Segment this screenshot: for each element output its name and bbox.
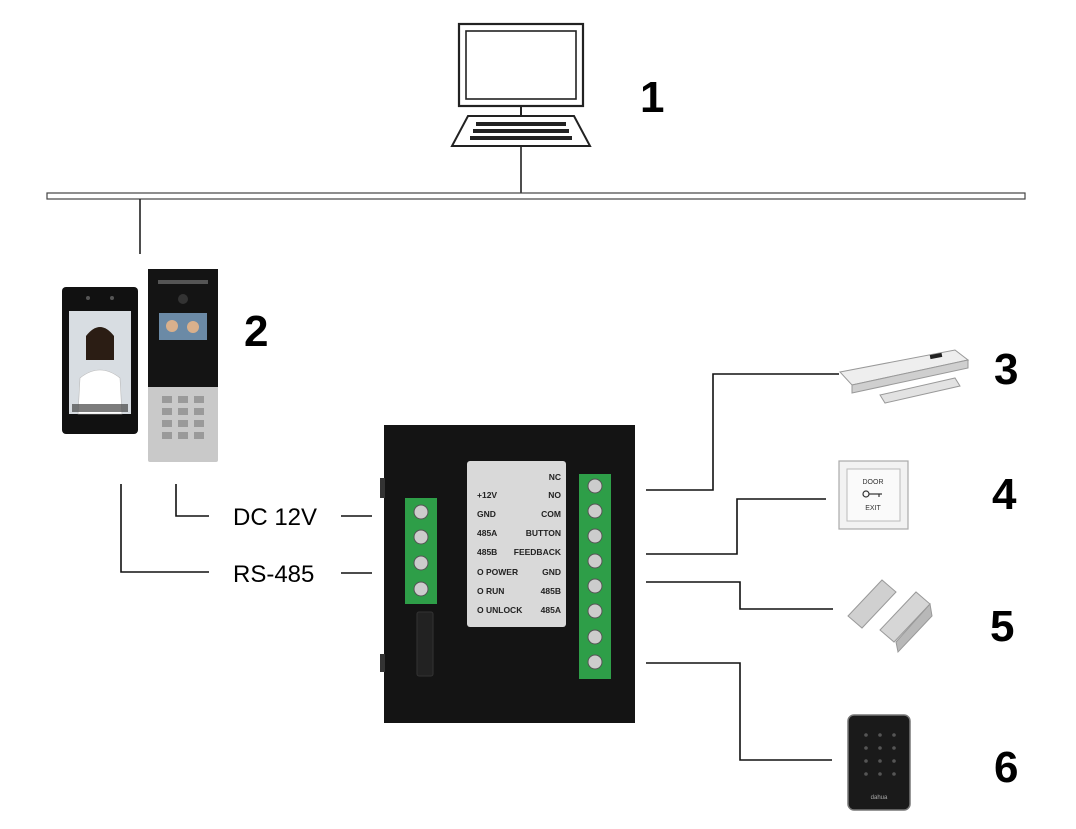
module-label-right: GND [542,567,561,577]
module-label-left: O UNLOCK [477,605,523,615]
brand-logo: dahua [871,795,888,801]
exit-button-text-bottom: EXIT [865,505,881,512]
wire-lock [646,373,839,491]
exit-button-text-top: DOOR [863,479,884,486]
module-label-left: 485B [477,547,497,557]
module-label-right: NC [549,472,561,482]
key-icon [862,490,882,498]
card-reader-icon: dahua [847,714,911,811]
module-label-panel [467,461,566,627]
callout-number-6: 6 [994,743,1018,792]
indoor-monitor-icon [62,287,138,434]
module-label-left: O RUN [477,586,504,596]
terminal-block-right [579,474,611,679]
exit-button-icon: DOOR EXIT [838,460,909,530]
computer-icon [450,22,592,193]
door-station-icon [148,269,218,462]
module-label-left: O POWER [477,567,518,577]
module-labels-left: +12V GND 485A 485B O POWER O RUN O UNLOC… [477,490,523,615]
wire-card-reader [646,662,832,761]
wire-exit-button [646,498,826,555]
module-label-left: 485A [477,528,497,538]
door-sensor-icon [847,579,933,654]
callout-number-4: 4 [992,470,1017,519]
terminal-block-left [405,498,437,604]
module-label-left: GND [477,509,496,519]
magnetic-lock-icon [839,349,970,404]
wire-door-sensor [646,581,833,610]
network-bus [46,192,1026,254]
callout-number-1: 1 [640,73,664,122]
callout-number-3: 3 [994,345,1018,394]
controller-module [380,425,635,723]
module-label-right: NO [548,490,561,500]
module-label-left: +12V [477,490,497,500]
module-label-right: 485B [541,586,561,596]
module-labels-right: NC NO COM BUTTON FEEDBACK GND 485B 485A [514,472,562,615]
module-label-right: COM [541,509,561,519]
label-dc12v: DC 12V [233,504,317,531]
callout-number-5: 5 [990,602,1014,651]
wire-dc12v [175,484,209,517]
wire-rs485 [120,484,209,573]
module-label-right: 485A [541,605,561,615]
module-label-right: BUTTON [526,528,561,538]
callout-number-2: 2 [244,307,268,356]
label-rs485: RS-485 [233,561,314,588]
module-label-right: FEEDBACK [514,547,562,557]
